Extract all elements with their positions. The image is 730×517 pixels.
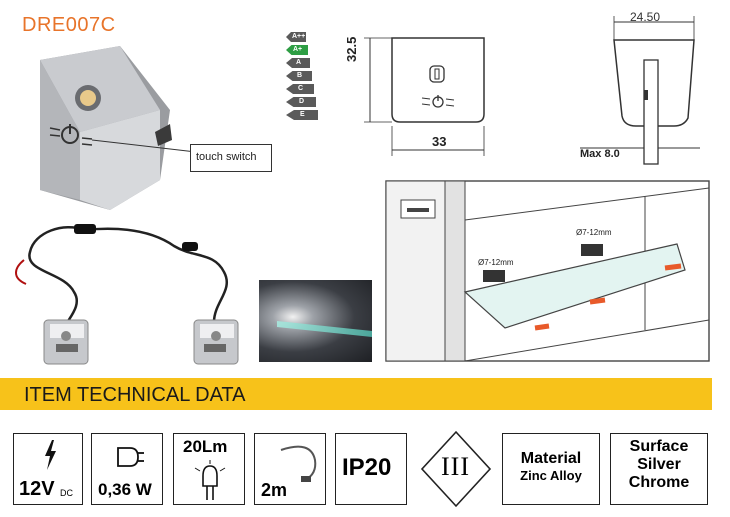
depth-dimension: 24.50: [630, 10, 661, 24]
cable-icon: [280, 445, 317, 482]
ip-rating-value: IP20: [342, 454, 392, 481]
installation-drawing: [385, 180, 710, 362]
led-bulb-icon: [194, 460, 226, 500]
spec-power: 0,36 W: [91, 433, 163, 505]
material-value: Zinc Alloy: [520, 468, 582, 483]
height-dimension: 32.5: [344, 36, 359, 62]
section-title: ITEM TECHNICAL DATA: [24, 384, 246, 406]
product-render: [40, 46, 197, 210]
light-effect-photo: [259, 280, 372, 362]
surface-finish: Chrome: [628, 474, 690, 491]
power-value: 0,36 W: [98, 480, 152, 499]
surface-color: Silver: [637, 456, 681, 473]
material-label: Material: [520, 450, 582, 467]
max-thickness-label: Max 8.0: [580, 148, 620, 160]
energy-class-ladder: A++ A+ A B C D E: [284, 32, 318, 128]
class-iii-diamond-icon: [420, 430, 492, 508]
energy-class-a: A: [286, 58, 310, 68]
lightning-icon: [45, 440, 56, 470]
energy-class-a-plus: A+: [286, 45, 308, 55]
energy-class-c: C: [286, 84, 314, 94]
energy-class-a-plus-plus: A++: [286, 32, 306, 42]
spec-cable: 2m: [254, 433, 326, 505]
protection-class-value: III: [441, 452, 470, 481]
plug-icon: [117, 447, 144, 467]
voltage-unit: DC: [60, 488, 73, 498]
glass-range-label-2: Ø7-12mm: [576, 228, 612, 237]
spec-lumen: 20Lm: [173, 433, 245, 505]
surface-label: Surface: [629, 438, 689, 455]
width-dimension: 33: [432, 134, 447, 149]
glass-range-label-1: Ø7-12mm: [478, 258, 514, 267]
front-view-drawing: [364, 37, 485, 156]
side-view-drawing: [580, 16, 700, 165]
cable-length: 2m: [261, 480, 288, 500]
energy-class-b: B: [286, 71, 312, 81]
product-code-title: DRE007C: [22, 14, 116, 36]
voltage-value: 12V: [19, 478, 55, 500]
technical-data-band: [0, 378, 712, 410]
spec-material: Material Zinc Alloy: [502, 433, 600, 505]
cable-product-photo: [15, 224, 239, 365]
energy-class-e: E: [286, 110, 318, 120]
spec-voltage: 12V DC: [13, 433, 83, 505]
energy-class-d: D: [286, 97, 316, 107]
spec-surface: Surface Silver Chrome: [610, 433, 708, 505]
spec-ip-rating: IP20: [335, 433, 407, 505]
touch-switch-label: touch switch: [196, 151, 257, 163]
lumen-value: 20Lm: [183, 437, 228, 456]
touch-switch-callout: touch switch: [190, 144, 272, 172]
